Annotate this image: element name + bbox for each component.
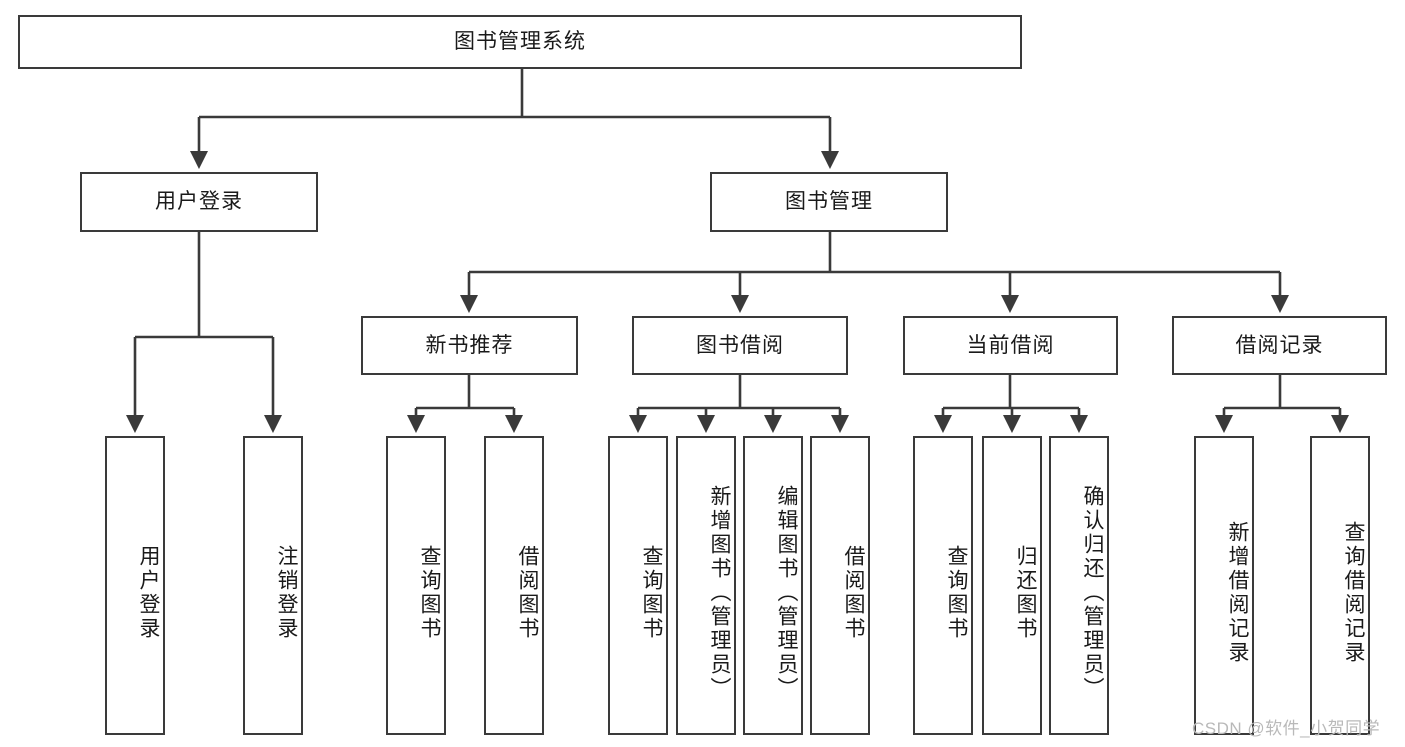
leaf-add-book-admin[interactable]: 新增图书（管理员） [676,436,736,735]
node-book-borrow[interactable]: 图书借阅 [632,316,848,375]
leaf-return-book[interactable]: 归还图书 [982,436,1042,735]
node-root[interactable]: 图书管理系统 [18,15,1022,69]
leaf-query-borrow-record[interactable]: 查询借阅记录 [1310,436,1370,735]
leaf-logout[interactable]: 注销登录 [243,436,303,735]
leaf-confirm-return-admin[interactable]: 确认归还（管理员） [1049,436,1109,735]
leaf-query-book-cb[interactable]: 查询图书 [913,436,973,735]
leaf-user-login[interactable]: 用户登录 [105,436,165,735]
leaf-query-book-nbr[interactable]: 查询图书 [386,436,446,735]
csdn-watermark: CSDN @软件_小贺同学 [1192,719,1381,738]
node-new-book-recommend[interactable]: 新书推荐 [361,316,578,375]
leaf-borrow-book-nbr[interactable]: 借阅图书 [484,436,544,735]
leaf-query-book-bb[interactable]: 查询图书 [608,436,668,735]
leaf-edit-book-admin[interactable]: 编辑图书（管理员） [743,436,803,735]
node-book-management[interactable]: 图书管理 [710,172,948,232]
node-borrow-record[interactable]: 借阅记录 [1172,316,1387,375]
node-user-login[interactable]: 用户登录 [80,172,318,232]
node-current-borrow[interactable]: 当前借阅 [903,316,1118,375]
leaf-borrow-book-bb[interactable]: 借阅图书 [810,436,870,735]
leaf-add-borrow-record[interactable]: 新增借阅记录 [1194,436,1254,735]
